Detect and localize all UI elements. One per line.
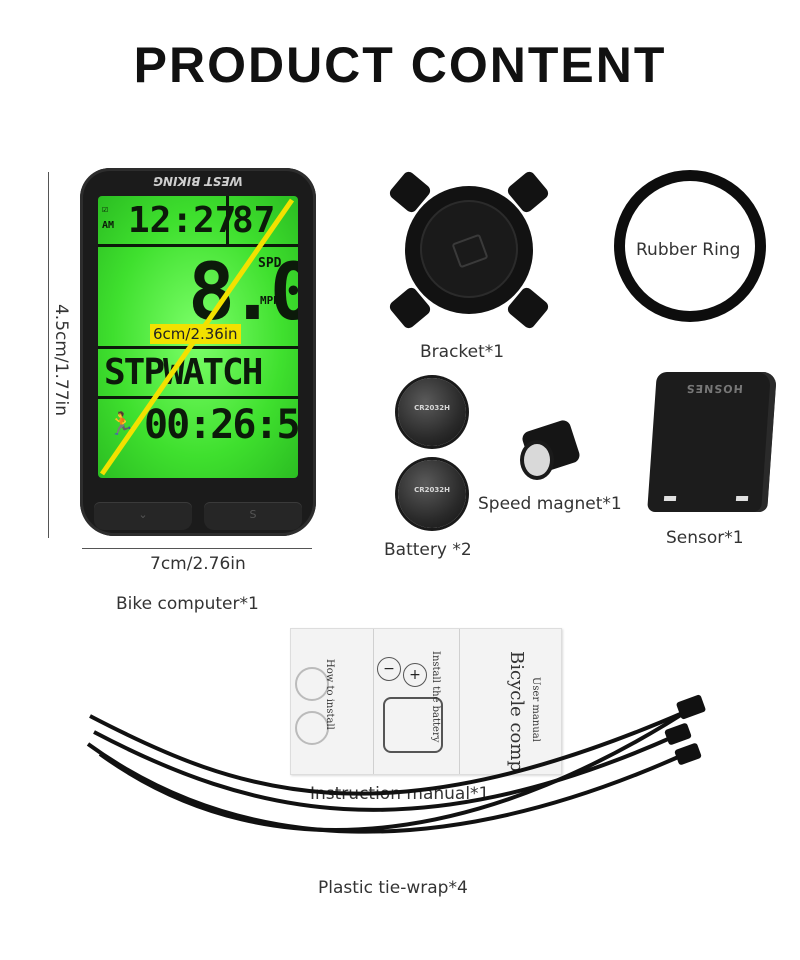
tie-wrap-label: Plastic tie-wrap*4 — [318, 878, 468, 898]
mode-icon: S — [249, 508, 257, 521]
diagonal-label: 6cm/2.36in — [150, 324, 241, 344]
left-button[interactable]: ⌄ — [94, 502, 192, 530]
width-dimension-line — [82, 548, 312, 549]
instruction-manual: How to install − + Install the battery U… — [290, 628, 562, 775]
battery-label: Battery *2 — [384, 540, 472, 560]
page-title: PRODUCT CONTENT — [133, 37, 667, 93]
width-dimension-label: 7cm/2.76in — [150, 554, 246, 574]
bracket-label: Bracket*1 — [420, 342, 505, 362]
bike-computer-label: Bike computer*1 — [116, 594, 259, 614]
right-button[interactable]: S — [204, 502, 302, 530]
speed-sensor: HOSNES — [647, 372, 777, 512]
rubber-ring-label: Rubber Ring — [636, 240, 741, 260]
clock-display: 12:27 — [128, 200, 237, 241]
magnet-face — [520, 440, 554, 480]
mph-label: MPH — [260, 294, 280, 307]
rubber-ring — [614, 170, 766, 322]
spd-label: SPD — [258, 256, 282, 271]
sensor-label: Sensor*1 — [666, 528, 744, 548]
height-dimension-label: 4.5cm/1.77in — [51, 303, 72, 417]
check-icon: ☑ — [102, 204, 109, 215]
chevron-down-icon: ⌄ — [138, 508, 148, 521]
timer-display: 00:26:57 — [144, 402, 298, 448]
am-indicator: AM — [102, 220, 115, 231]
brand-logo: WEST BIKING — [153, 174, 243, 188]
speed-magnet-label: Speed magnet*1 — [478, 494, 622, 514]
lcd-screen: ☑ AM 12:27 87 SPD MPH 8.0 STPWATCH 🏃 00:… — [98, 196, 298, 478]
sensor-brand: HOSNES — [685, 382, 744, 395]
bracket-mount — [420, 200, 518, 298]
battery-coin: CR2032H — [398, 460, 466, 528]
bike-computer: WEST BIKING ☑ AM 12:27 87 SPD MPH 8.0 ST… — [80, 168, 316, 536]
battery-coin: CR2032H — [398, 378, 466, 446]
tie-wraps — [86, 694, 706, 834]
height-dimension-line — [48, 172, 49, 538]
